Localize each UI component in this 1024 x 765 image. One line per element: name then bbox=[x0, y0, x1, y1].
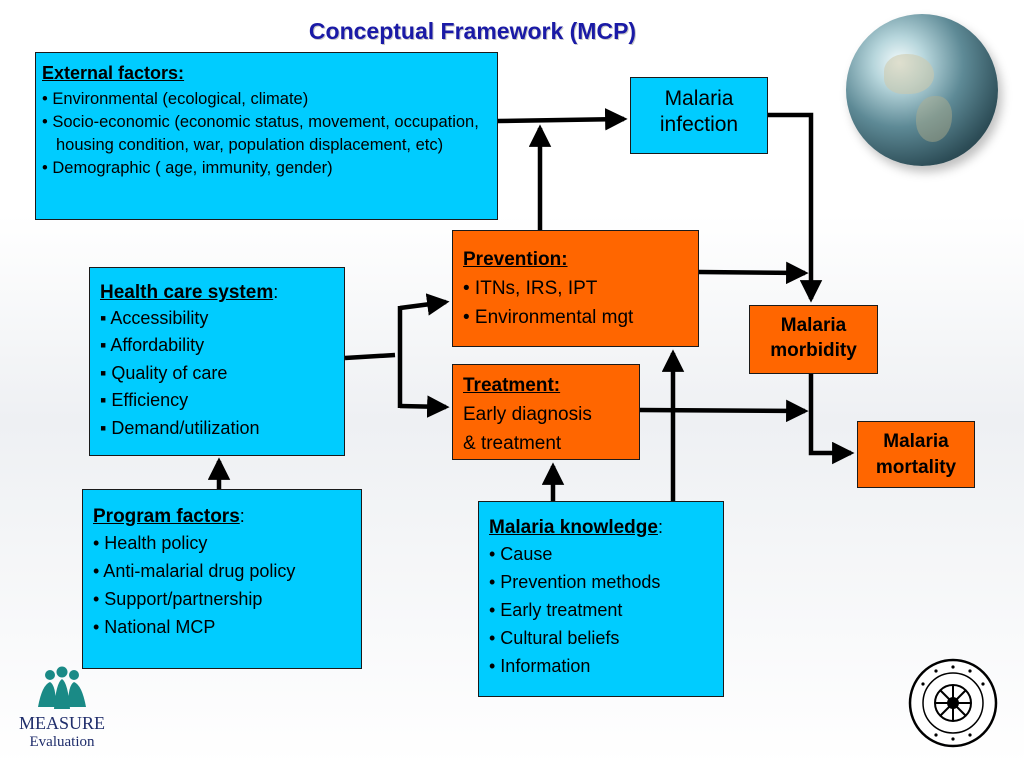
arrow-external-infection bbox=[497, 108, 628, 131]
treatment-box: Treatment: Early diagnosis & treatment bbox=[452, 364, 640, 460]
globe-image bbox=[846, 14, 998, 166]
health-item: ▪ Accessibility bbox=[100, 307, 209, 328]
program-item: • Anti-malarial drug policy bbox=[93, 560, 296, 581]
knowledge-item: • Early treatment bbox=[489, 599, 623, 620]
knowledge-colon: : bbox=[657, 517, 663, 537]
arrow-infection-morbidity bbox=[768, 112, 823, 303]
arrow-morbidity-mortality bbox=[808, 374, 855, 465]
program-item: • Health policy bbox=[93, 532, 208, 553]
mortality-line1: Malaria bbox=[883, 431, 949, 452]
prevention-heading: Prevention: bbox=[463, 249, 568, 270]
treatment-line2: & treatment bbox=[463, 433, 562, 454]
arrow-prevention-right bbox=[698, 261, 809, 285]
knowledge-item: • Cultural beliefs bbox=[489, 627, 620, 648]
knowledge-item: • Cause bbox=[489, 543, 553, 564]
external-item: • Environmental (ecological, climate) bbox=[42, 89, 309, 108]
logo-evaluation-text: Evaluation bbox=[29, 734, 95, 750]
people-icon bbox=[38, 666, 86, 709]
prevention-box: Prevention: • ITNs, IRS, IPT • Environme… bbox=[452, 230, 699, 347]
malaria-infection-box: Malaria infection bbox=[630, 77, 768, 154]
external-item: • Demographic ( age, immunity, gender) bbox=[42, 158, 333, 177]
health-item: ▪ Demand/utilization bbox=[100, 417, 260, 438]
program-factors-box: Program factors: • Health policy • Anti-… bbox=[82, 489, 362, 669]
health-item: ▪ Efficiency bbox=[100, 390, 189, 411]
knowledge-heading: Malaria knowledge bbox=[489, 517, 658, 538]
prevention-item: • Environmental mgt bbox=[463, 307, 634, 328]
program-colon: : bbox=[239, 506, 245, 526]
infection-line1: Malaria bbox=[664, 87, 734, 110]
external-factors-heading: External factors: bbox=[42, 63, 185, 83]
measure-evaluation-logo: MEASURE Evaluation bbox=[12, 663, 112, 758]
university-seal bbox=[908, 658, 998, 748]
health-care-heading: Health care system bbox=[100, 282, 274, 303]
health-colon: : bbox=[273, 282, 279, 302]
treatment-heading: Treatment: bbox=[463, 375, 561, 396]
morbidity-line1: Malaria bbox=[780, 315, 847, 336]
infection-line2: infection bbox=[659, 113, 739, 137]
malaria-knowledge-box: Malaria knowledge: • Cause • Prevention … bbox=[478, 501, 724, 697]
malaria-mortality-box: Malaria mortality bbox=[857, 421, 975, 488]
mortality-line2: mortality bbox=[875, 456, 957, 478]
health-item: ▪ Affordability bbox=[100, 335, 205, 356]
program-item: • Support/partnership bbox=[93, 588, 263, 609]
page-title: Conceptual Framework (MCP) bbox=[308, 18, 637, 44]
knowledge-item: • Information bbox=[489, 655, 591, 676]
treatment-line1: Early diagnosis bbox=[463, 404, 592, 425]
arrow-health-bracket bbox=[344, 352, 396, 361]
health-care-system-box: Health care system: ▪ Accessibility ▪ Af… bbox=[89, 267, 345, 456]
knowledge-item: • Prevention methods bbox=[489, 571, 661, 592]
arrow-treatment-right bbox=[639, 399, 809, 423]
arrow-to-treatment bbox=[399, 395, 450, 418]
program-item: • National MCP bbox=[93, 616, 216, 637]
logo-measure-text: MEASURE bbox=[18, 713, 105, 733]
health-item: ▪ Quality of care bbox=[100, 362, 228, 383]
morbidity-line2: morbidity bbox=[770, 339, 857, 361]
malaria-morbidity-box: Malaria morbidity bbox=[749, 305, 878, 374]
external-factors-box: External factors: • Environmental (ecolo… bbox=[35, 52, 498, 220]
seal-icon bbox=[908, 658, 998, 748]
prevention-item: • ITNs, IRS, IPT bbox=[463, 278, 598, 299]
program-heading: Program factors bbox=[93, 506, 240, 527]
external-item: • Socio-economic (economic status, movem… bbox=[42, 112, 479, 154]
arrow-to-prevention bbox=[399, 293, 450, 316]
